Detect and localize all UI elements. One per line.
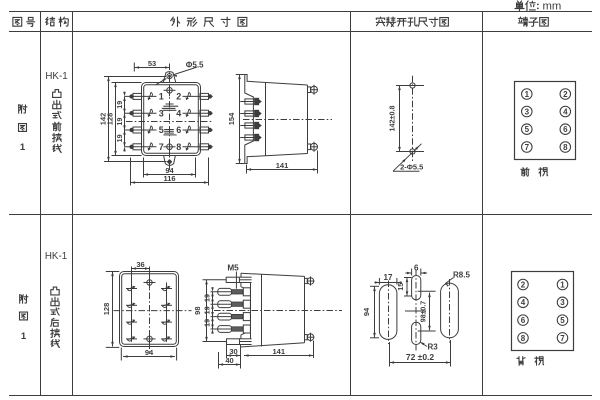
svg-text:17: 17: [384, 273, 393, 282]
svg-text:142: 142: [98, 113, 107, 126]
svg-text:Φ5.5: Φ5.5: [186, 60, 204, 69]
svg-text:154: 154: [227, 112, 236, 125]
svg-text:116: 116: [163, 174, 175, 183]
svg-text:7: 7: [525, 143, 530, 152]
svg-text:94: 94: [362, 307, 371, 316]
svg-text:5: 5: [560, 316, 565, 325]
svg-text:72 ±0.2: 72 ±0.2: [406, 352, 435, 362]
svg-text:3: 3: [560, 298, 565, 307]
svg-text:1: 1: [560, 280, 565, 289]
svg-text:4: 4: [521, 298, 526, 307]
svg-text:1: 1: [159, 92, 164, 102]
svg-text:R8.5: R8.5: [453, 271, 470, 280]
svg-text:2: 2: [563, 90, 568, 99]
svg-text:53: 53: [148, 59, 156, 68]
svg-text:94: 94: [165, 166, 174, 175]
svg-text:8: 8: [521, 334, 526, 343]
svg-text:HK-1: HK-1: [45, 71, 67, 82]
svg-text:1: 1: [20, 142, 26, 153]
svg-text:5: 5: [159, 125, 164, 135]
svg-text:1: 1: [525, 90, 530, 99]
svg-text:R3: R3: [428, 343, 439, 352]
svg-text:6: 6: [563, 125, 568, 134]
svg-text:5: 5: [525, 125, 530, 134]
svg-text:3: 3: [525, 107, 530, 116]
svg-text:8: 8: [176, 142, 181, 152]
svg-text:15: 15: [396, 283, 405, 291]
svg-text:141: 141: [272, 347, 285, 356]
svg-text:142±0.8: 142±0.8: [388, 106, 397, 132]
svg-text:19: 19: [115, 101, 124, 109]
svg-text:7: 7: [560, 334, 565, 343]
svg-text:94: 94: [145, 348, 154, 357]
svg-text:19: 19: [115, 118, 124, 126]
svg-text:98±0.7: 98±0.7: [420, 301, 427, 322]
svg-text:2: 2: [176, 92, 181, 102]
svg-text:98: 98: [193, 306, 202, 314]
svg-text:36: 36: [136, 260, 144, 269]
svg-text:19: 19: [203, 294, 212, 302]
svg-text:6: 6: [521, 316, 526, 325]
svg-text:7: 7: [159, 142, 164, 152]
svg-text:19: 19: [115, 134, 124, 142]
svg-text:M5: M5: [227, 263, 239, 272]
svg-text:mm: mm: [543, 1, 562, 13]
svg-text:6: 6: [176, 125, 181, 135]
svg-text:4: 4: [176, 108, 181, 118]
svg-text:128: 128: [102, 303, 111, 316]
svg-text:3: 3: [159, 108, 164, 118]
svg-text:40: 40: [225, 356, 233, 365]
svg-text:6: 6: [414, 264, 419, 273]
svg-text:HK-1: HK-1: [45, 251, 67, 262]
svg-text:19: 19: [203, 306, 212, 314]
svg-text:30: 30: [229, 347, 237, 356]
svg-text:141: 141: [276, 161, 289, 170]
svg-text:2-Φ5.5: 2-Φ5.5: [400, 162, 423, 171]
svg-text:19: 19: [203, 319, 212, 327]
svg-text:1: 1: [21, 331, 27, 342]
svg-text:4: 4: [563, 107, 568, 116]
svg-text:8: 8: [563, 143, 568, 152]
svg-text:128: 128: [105, 113, 114, 126]
svg-text:2: 2: [521, 280, 526, 289]
